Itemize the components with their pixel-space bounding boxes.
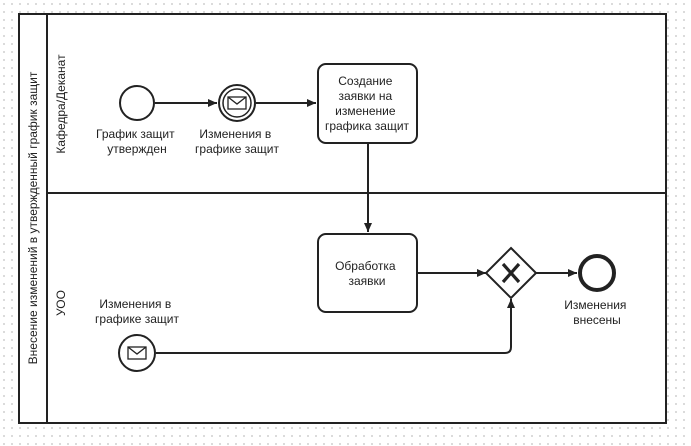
sequence-flows: [155, 99, 577, 354]
message-start-event-label: Изменения в графике защит: [95, 297, 179, 326]
task-process-request[interactable]: [317, 233, 418, 313]
task-create-request[interactable]: [317, 63, 418, 144]
pool-label: Внесение изменений в утвержденный график…: [26, 71, 40, 364]
end-event[interactable]: [578, 254, 616, 292]
end-event-label: Изменения внесены: [564, 298, 630, 327]
x-icon: [501, 262, 521, 284]
intermediate-message-event[interactable]: [218, 84, 256, 122]
task-process-request-label: Обработка заявки: [335, 259, 399, 288]
envelope-icon: [127, 346, 147, 360]
exclusive-gateway[interactable]: [484, 246, 538, 300]
start-event-label: График защит утвержден: [96, 127, 178, 156]
lane-label-kafedra: Кафедра/Деканат: [54, 54, 68, 154]
envelope-icon: [227, 96, 247, 110]
task-create-request-label: Создание заявки на изменение графика защ…: [325, 74, 410, 133]
intermediate-event-label: Изменения в графике защит: [195, 127, 279, 156]
flow-message-to-gateway: [156, 299, 515, 354]
start-event[interactable]: [119, 85, 155, 121]
lane-label-uoo: УОО: [54, 290, 68, 316]
message-start-event[interactable]: [118, 334, 156, 372]
